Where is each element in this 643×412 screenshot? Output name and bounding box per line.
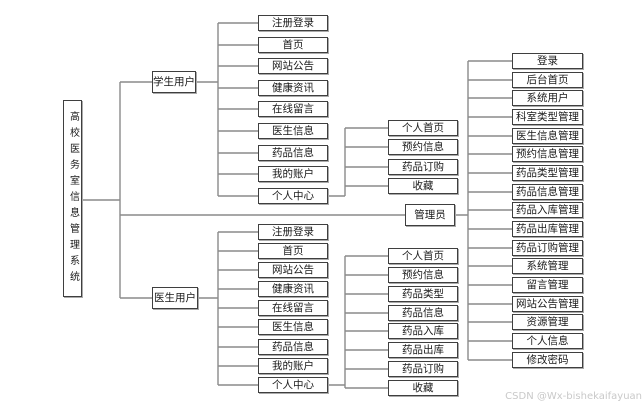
admin-menu-item: 系统用户 bbox=[512, 90, 583, 106]
admin-menu-item: 科室类型管理 bbox=[512, 109, 583, 125]
admin-menu-item: 留言管理 bbox=[512, 277, 583, 293]
doctor-menu-item: 在线留言 bbox=[258, 300, 328, 316]
admin-menu-item: 个人信息 bbox=[512, 333, 583, 349]
admin-menu-item: 预约信息管理 bbox=[512, 146, 583, 162]
student-personal-menu-item: 预约信息 bbox=[388, 139, 458, 155]
student-menu-item: 健康资讯 bbox=[258, 80, 328, 96]
doctor-personal-menu-item: 药品出库 bbox=[388, 342, 458, 358]
student-menu-item: 首页 bbox=[258, 37, 328, 53]
root-node: 高校医务室信息管理系统 bbox=[63, 100, 82, 297]
admin-menu-item: 医生信息管理 bbox=[512, 128, 583, 144]
student-menu-item: 在线留言 bbox=[258, 101, 328, 117]
student-menu-item: 个人中心 bbox=[258, 188, 328, 204]
student-menu-item: 医生信息 bbox=[258, 123, 328, 139]
doctor-menu-item: 医生信息 bbox=[258, 319, 328, 335]
doctor-menu-item: 我的账户 bbox=[258, 358, 328, 374]
doctor-menu-item: 健康资讯 bbox=[258, 281, 328, 297]
admin-menu-item: 资源管理 bbox=[512, 314, 583, 330]
doctor-personal-menu-item: 药品类型 bbox=[388, 286, 458, 302]
student-personal-menu-item: 收藏 bbox=[388, 178, 458, 194]
watermark: CSDN @Wx-bishekaifayuan bbox=[505, 391, 642, 402]
doctor-personal-menu-item: 收藏 bbox=[388, 380, 458, 396]
student-menu-item: 注册登录 bbox=[258, 15, 328, 31]
student-personal-menu-item: 个人首页 bbox=[388, 120, 458, 136]
admin-menu-item: 网站公告管理 bbox=[512, 296, 583, 312]
doctor-personal-menu-item: 预约信息 bbox=[388, 267, 458, 283]
student-user-node: 学生用户 bbox=[152, 71, 196, 93]
student-menu-item: 我的账户 bbox=[258, 166, 328, 182]
admin-menu-item: 药品类型管理 bbox=[512, 165, 583, 181]
doctor-personal-menu-item: 个人首页 bbox=[388, 248, 458, 264]
admin-menu-item: 登录 bbox=[512, 53, 583, 69]
student-menu-item: 网站公告 bbox=[258, 58, 328, 74]
doctor-menu-item: 个人中心 bbox=[258, 377, 328, 393]
admin-menu-item: 修改密码 bbox=[512, 352, 583, 368]
doctor-user-node: 医生用户 bbox=[152, 287, 198, 309]
admin-node: 管理员 bbox=[405, 204, 455, 226]
doctor-menu-item: 药品信息 bbox=[258, 339, 328, 355]
admin-menu-item: 药品出库管理 bbox=[512, 221, 583, 237]
admin-menu-item: 后台首页 bbox=[512, 72, 583, 88]
admin-menu-item: 系统管理 bbox=[512, 258, 583, 274]
doctor-menu-item: 网站公告 bbox=[258, 262, 328, 278]
student-menu-item: 药品信息 bbox=[258, 145, 328, 161]
doctor-menu-item: 首页 bbox=[258, 243, 328, 259]
admin-menu-item: 药品入库管理 bbox=[512, 202, 583, 218]
doctor-personal-menu-item: 药品入库 bbox=[388, 323, 458, 339]
doctor-menu-item: 注册登录 bbox=[258, 224, 328, 240]
student-personal-menu-item: 药品订购 bbox=[388, 159, 458, 175]
admin-menu-item: 药品信息管理 bbox=[512, 184, 583, 200]
admin-menu-item: 药品订购管理 bbox=[512, 240, 583, 256]
doctor-personal-menu-item: 药品信息 bbox=[388, 305, 458, 321]
doctor-personal-menu-item: 药品订购 bbox=[388, 361, 458, 377]
